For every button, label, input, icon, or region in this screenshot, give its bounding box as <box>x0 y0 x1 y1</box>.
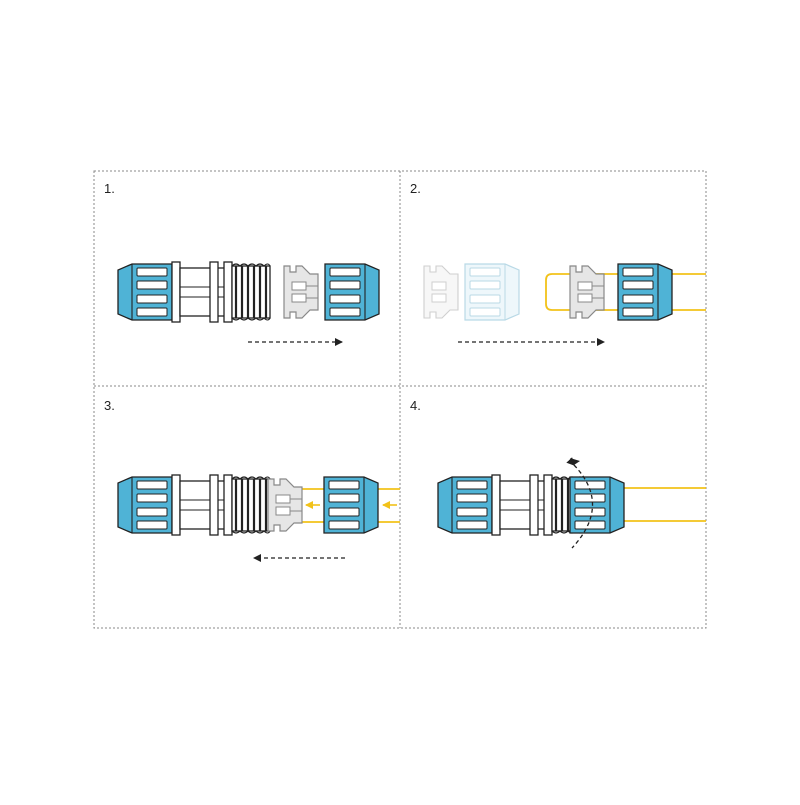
step-4-panel <box>438 457 706 549</box>
step-3-panel <box>118 473 400 562</box>
step-grid <box>93 170 707 629</box>
clamp-ring-icon <box>267 478 303 532</box>
step-4-label: 4. <box>410 398 421 413</box>
compression-nut-icon <box>464 263 520 321</box>
compression-nut-icon <box>118 477 172 533</box>
pipe-icon <box>545 273 706 311</box>
step-1-panel <box>118 260 380 346</box>
step-2-label: 2. <box>410 181 421 196</box>
compression-nut-icon <box>438 477 492 533</box>
compression-nut-icon <box>569 476 625 534</box>
compression-nut-icon <box>118 264 172 320</box>
rotation-arrowhead-icon <box>570 458 580 465</box>
step-2-panel <box>423 263 706 346</box>
clamp-ring-icon <box>283 265 319 319</box>
threaded-body-icon <box>170 473 272 537</box>
clamp-ring-icon <box>569 265 605 319</box>
compression-nut-icon <box>323 476 379 534</box>
compression-nut-icon <box>324 263 380 321</box>
threaded-body-icon <box>170 260 272 324</box>
tighten-rotation-arrow-icon <box>566 457 594 549</box>
step-1-label: 1. <box>104 181 115 196</box>
step-3-label: 3. <box>104 398 115 413</box>
clamp-ring-icon <box>423 265 459 319</box>
compression-nut-icon <box>617 263 673 321</box>
